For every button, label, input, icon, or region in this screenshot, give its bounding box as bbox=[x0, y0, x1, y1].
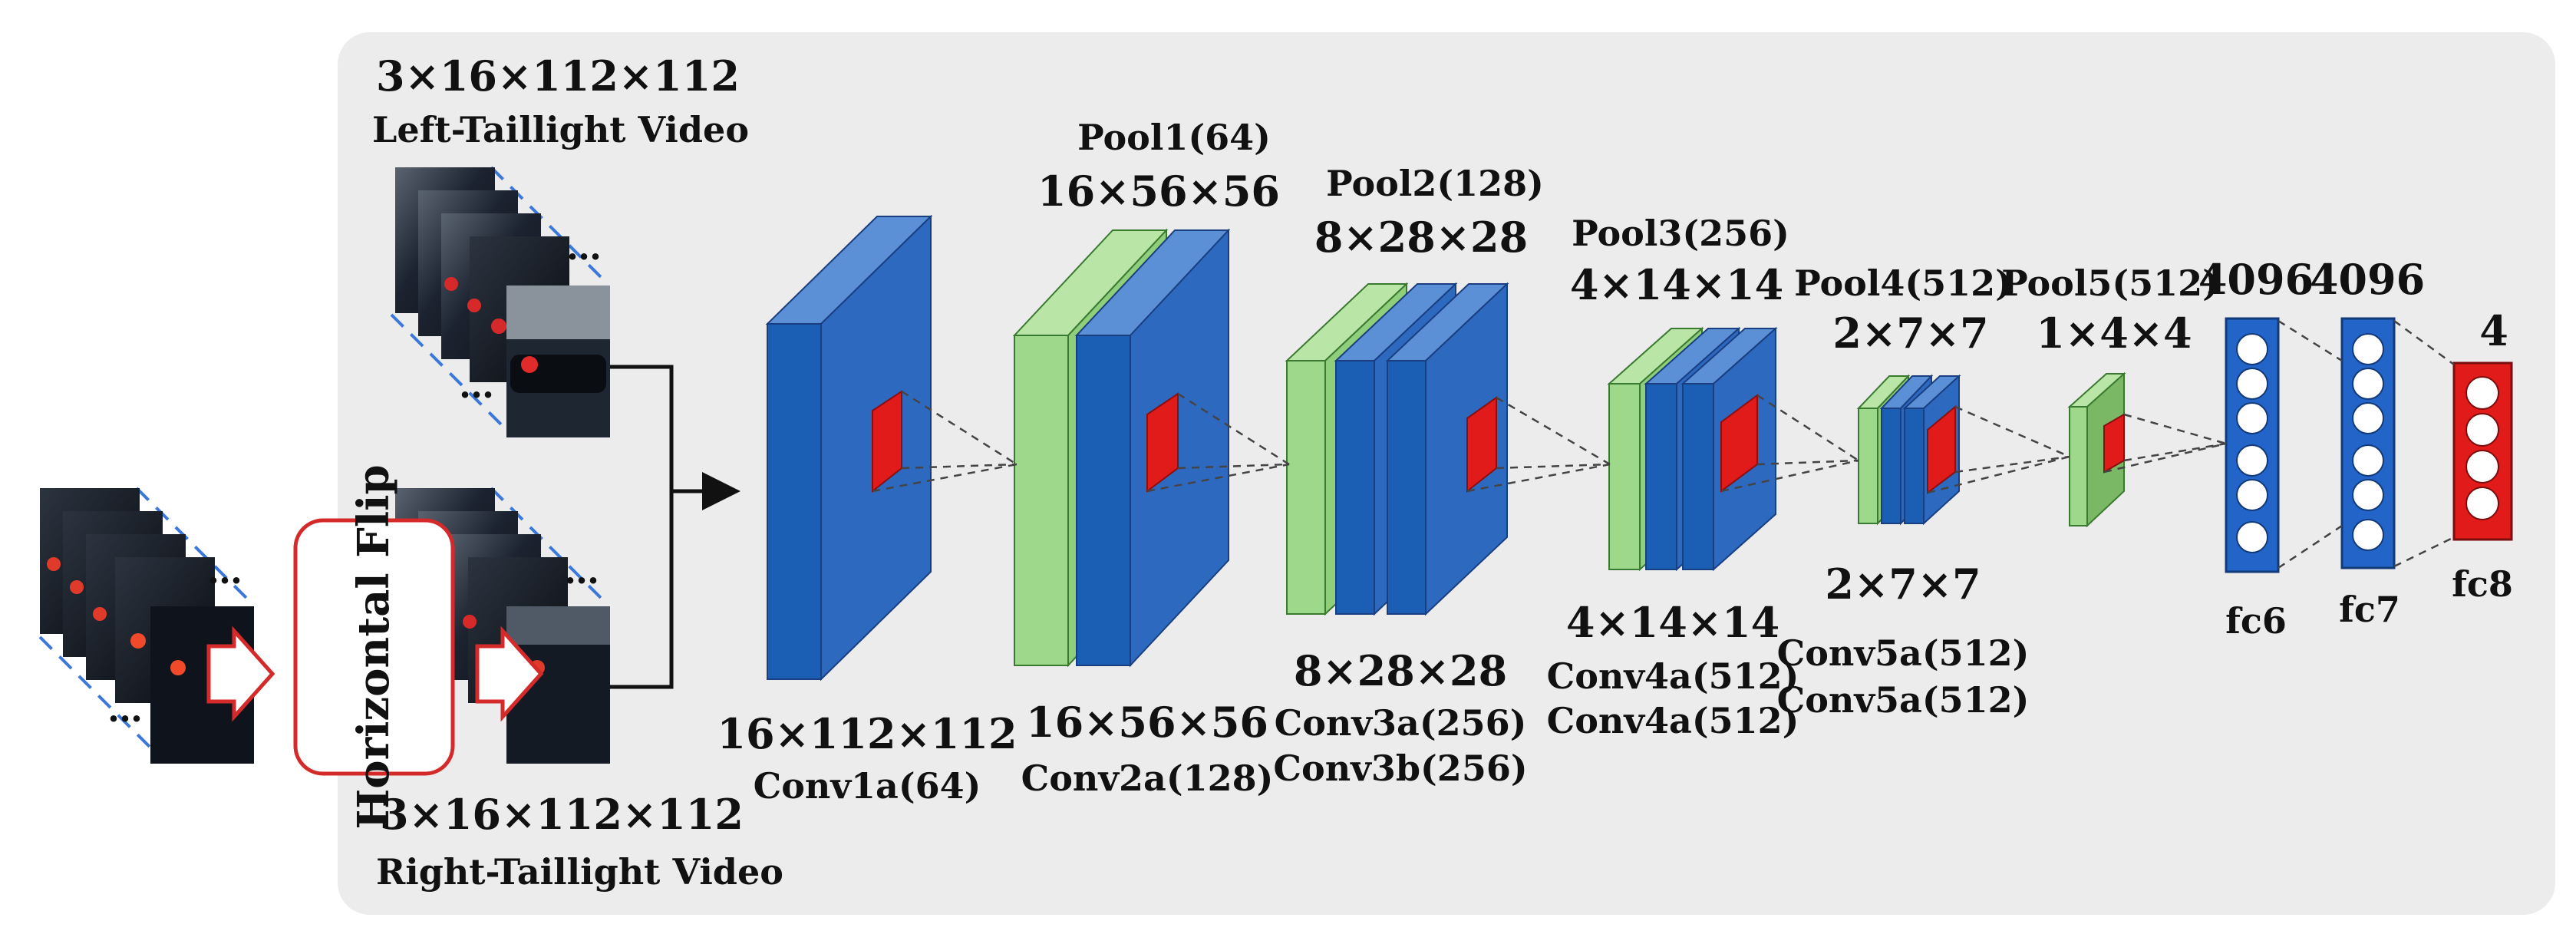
pool1-name: Pool1(64) bbox=[1077, 117, 1271, 158]
right-input-shape: 3×16×112×112 bbox=[380, 790, 744, 839]
conv4-shape: 4×14×14 bbox=[1566, 598, 1779, 647]
right-arrow-icon bbox=[206, 625, 275, 722]
fc7-layer bbox=[2340, 317, 2396, 569]
pool1-shape: 16×56×56 bbox=[1037, 167, 1280, 216]
left-taillight-frames: … … bbox=[390, 166, 610, 437]
left-frames-ellipsis-bottom: … bbox=[459, 365, 494, 406]
merge-connector bbox=[610, 365, 740, 689]
original-frames: … … bbox=[38, 487, 275, 764]
pool2-conv3-block bbox=[1285, 282, 1509, 616]
fc7-size: 4096 bbox=[2310, 255, 2425, 304]
conv2-shape: 16×56×56 bbox=[1026, 698, 1268, 747]
left-input-label: Left-Taillight Video bbox=[372, 109, 749, 150]
conv1-block bbox=[765, 214, 933, 682]
fc6-name: fc6 bbox=[2225, 600, 2287, 642]
pool5-shape: 1×4×4 bbox=[2036, 309, 2192, 358]
fc8-layer bbox=[2452, 361, 2513, 541]
fc8-size: 4 bbox=[2479, 306, 2508, 355]
conv5-shape: 2×7×7 bbox=[1825, 559, 1981, 609]
fc8-name: fc8 bbox=[2452, 563, 2513, 605]
conv3-shape: 8×28×28 bbox=[1294, 646, 1507, 695]
conv5-name-a: Conv5a(512) bbox=[1777, 632, 2030, 674]
original-frames-ellipsis-bottom: … bbox=[107, 688, 143, 730]
fc6-layer bbox=[2225, 317, 2280, 573]
pool4-conv5-block bbox=[1856, 374, 1961, 526]
conv1-name: Conv1a(64) bbox=[754, 765, 981, 807]
pool1-conv2-block bbox=[1012, 228, 1231, 668]
pool5-name: Pool5(512) bbox=[2001, 262, 2219, 304]
conv1-shape: 16×112×112 bbox=[717, 709, 1017, 758]
conv3-name-a: Conv3a(256) bbox=[1275, 702, 1527, 744]
pool4-name: Pool4(512) bbox=[1794, 262, 2012, 304]
conv3-name-b: Conv3b(256) bbox=[1273, 748, 1527, 789]
left-frames-ellipsis: … bbox=[566, 226, 602, 268]
pool2-shape: 8×28×28 bbox=[1314, 213, 1528, 262]
horizontal-flip-box: Horizontal Flip bbox=[293, 464, 455, 830]
conv5-name-b: Conv5a(512) bbox=[1777, 679, 2030, 721]
pool5-block bbox=[2067, 371, 2126, 528]
pool3-conv4-block bbox=[1607, 326, 1778, 572]
pool3-name: Pool3(256) bbox=[1572, 213, 1789, 254]
flip-label: Horizontal Flip bbox=[348, 464, 399, 829]
conv4-name-b: Conv4a(512) bbox=[1547, 700, 1799, 741]
conv4-name-a: Conv4a(512) bbox=[1547, 655, 1799, 697]
left-input-shape: 3×16×112×112 bbox=[376, 51, 740, 101]
right-frames-ellipsis: … bbox=[564, 550, 599, 592]
projection-lines bbox=[872, 319, 2455, 569]
fc6-size: 4096 bbox=[2198, 255, 2314, 304]
pool2-name: Pool2(128) bbox=[1326, 163, 1544, 204]
pool3-shape: 4×14×14 bbox=[1570, 260, 1783, 309]
right-arrow-icon bbox=[475, 625, 544, 722]
original-frames-ellipsis: … bbox=[207, 550, 242, 592]
right-input-label: Right-Taillight Video bbox=[376, 851, 783, 893]
fc7-name: fc7 bbox=[2339, 589, 2400, 630]
conv2-name: Conv2a(128) bbox=[1021, 758, 1274, 799]
pool4-shape: 2×7×7 bbox=[1832, 309, 1988, 358]
